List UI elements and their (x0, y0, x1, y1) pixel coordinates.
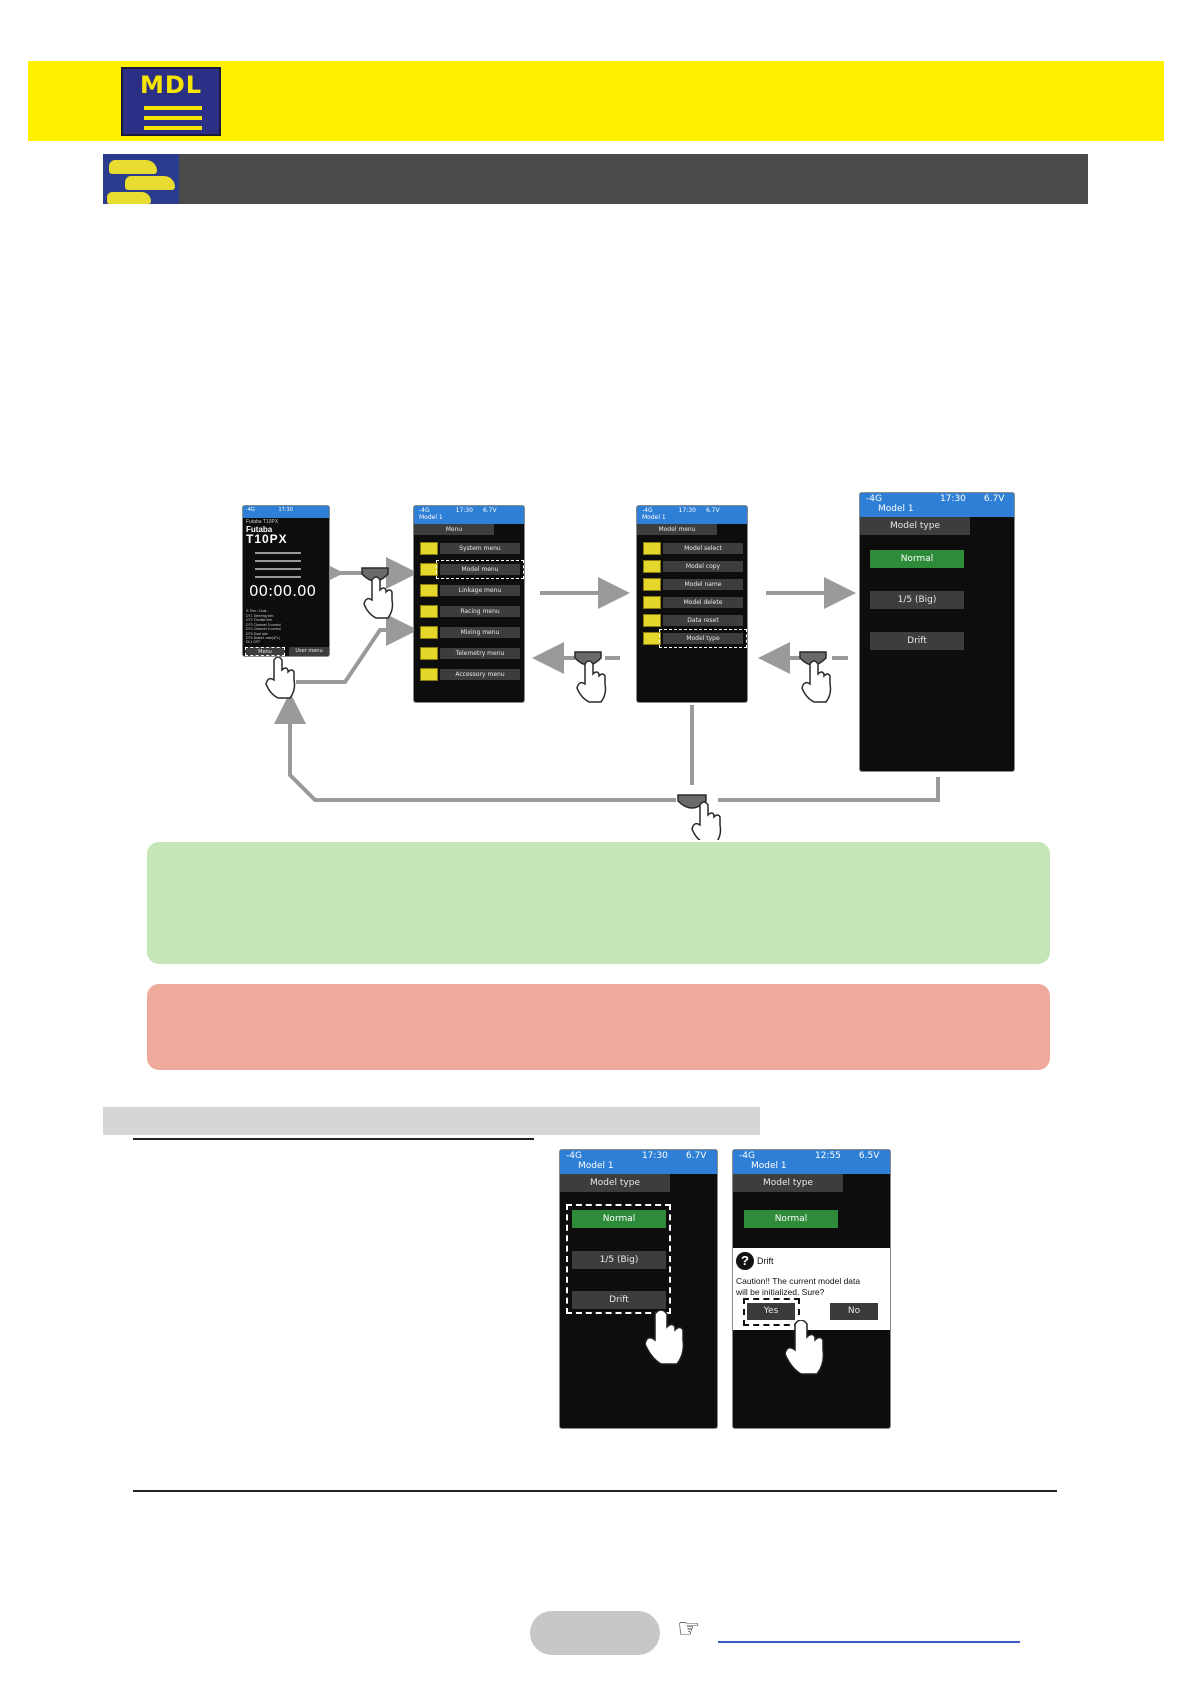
menu-item-linkage[interactable]: Linkage menu (440, 585, 520, 596)
model-menu-title: Model menu (637, 524, 717, 535)
accessory-icon (420, 668, 438, 681)
home-user-menu-button[interactable]: User menu (289, 647, 329, 656)
product-name: T10PX (246, 532, 288, 546)
bottom-option-big[interactable]: 1/5 (Big) (572, 1251, 666, 1269)
confirm-dialog: ? Drift Caution!! The current model data… (733, 1248, 890, 1330)
model-icon (420, 563, 438, 576)
selected-normal: Normal (744, 1210, 838, 1228)
dialog-text-1: Caution!! The current model data (736, 1276, 861, 1286)
menu-item-model[interactable]: Model menu (436, 560, 524, 579)
model-type-icon (643, 632, 661, 645)
home-menu-button[interactable]: Menu (245, 647, 285, 656)
menu-item-accessory[interactable]: Accessory menu (440, 669, 520, 680)
function-list: DT1 Steering trim DT2 Throttle trim DT3 … (246, 614, 282, 645)
menu-item-mixing[interactable]: Mixing menu (440, 627, 520, 638)
pointing-hand-icon (785, 1320, 825, 1375)
note-box-green (147, 842, 1050, 964)
menu-item-model-copy[interactable]: Model copy (663, 561, 743, 572)
bottom-left-title: Model type (560, 1174, 670, 1192)
brand-name: Futaba (246, 525, 273, 534)
pointing-hand-icon (645, 1310, 685, 1365)
bottom-option-drift[interactable]: Drift (572, 1291, 666, 1309)
reference-hand-icon: ☞ (677, 1614, 701, 1644)
model-name-icon (643, 578, 661, 591)
menu-item-racing[interactable]: Racing menu (440, 606, 520, 617)
menu-item-model-delete[interactable]: Model delete (663, 597, 743, 608)
menu-item-model-name[interactable]: Model name (663, 579, 743, 590)
dialog-title: Drift (757, 1256, 774, 1266)
dialog-no-button[interactable]: No (830, 1303, 878, 1320)
question-icon: ? (736, 1252, 754, 1270)
menu-title: Menu (414, 524, 494, 535)
section-rule (133, 1490, 1057, 1492)
subsection-rule (133, 1138, 534, 1140)
menu-item-telemetry[interactable]: Telemetry menu (440, 648, 520, 659)
options-highlight (566, 1204, 671, 1314)
caution-box-red (147, 984, 1050, 1070)
mdl-logo-icon: MDL (121, 67, 221, 136)
model-select-icon (643, 542, 661, 555)
model-type-title: Model type (860, 517, 970, 535)
menu-item-model-select[interactable]: Model select (663, 543, 743, 554)
subsection-band (103, 1107, 760, 1135)
dialog-text-2: will be initialized. Sure? (736, 1287, 825, 1297)
yes-highlight (743, 1298, 800, 1326)
system-icon (420, 542, 438, 555)
telemetry-icon (420, 647, 438, 660)
racing-icon (420, 605, 438, 618)
mdl-logo-text: MDL (139, 71, 203, 99)
option-drift[interactable]: Drift (870, 632, 964, 650)
model-delete-icon (643, 596, 661, 609)
dialog-yes-button[interactable]: Yes (747, 1303, 795, 1320)
menu-item-system[interactable]: System menu (440, 543, 520, 554)
option-normal[interactable]: Normal (870, 550, 964, 568)
brand-line: Futaba T10PX (246, 519, 279, 525)
model-copy-icon (643, 560, 661, 573)
timer-display: 00:00.00 (249, 582, 317, 600)
page-number-pill (530, 1611, 660, 1655)
data-reset-icon (643, 614, 661, 627)
reference-link-line[interactable] (718, 1641, 1020, 1643)
menu-item-data-reset[interactable]: Data reset (663, 615, 743, 626)
flow-arrows (265, 557, 940, 840)
bottom-option-normal[interactable]: Normal (572, 1210, 666, 1228)
model-cars-icon (103, 154, 179, 204)
menu-item-model-type[interactable]: Model type (659, 629, 747, 648)
bottom-right-title: Model type (733, 1174, 843, 1192)
section-title-bar (103, 154, 1088, 204)
mixing-icon (420, 626, 438, 639)
option-big[interactable]: 1/5 (Big) (870, 591, 964, 609)
home-screen: -4G 17:30 Futaba T10PX Futaba T10PX 00:0… (242, 505, 330, 657)
linkage-icon (420, 584, 438, 597)
